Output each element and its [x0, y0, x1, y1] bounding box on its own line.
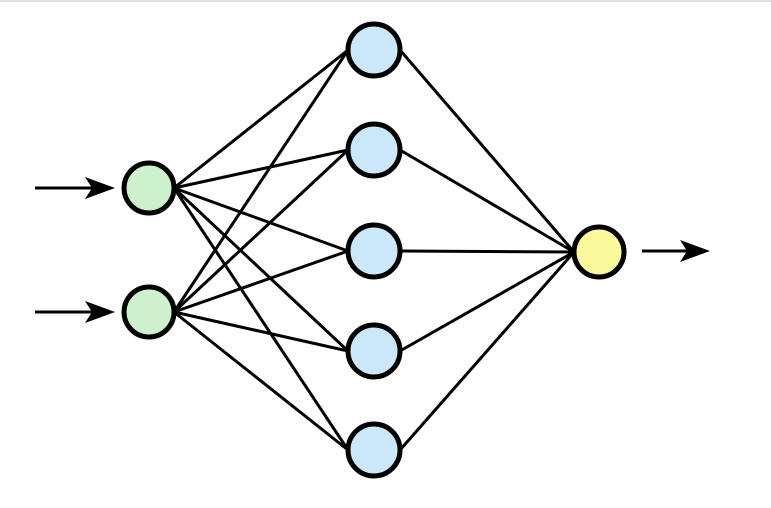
edge-h1-o1	[398, 48, 576, 254]
output-arrow	[642, 240, 710, 262]
edge-i1-h4	[172, 186, 350, 353]
edge-i1-h1	[172, 48, 350, 190]
arrows-layer	[35, 177, 710, 323]
output-node-1	[571, 224, 627, 280]
input-arrow-1	[35, 177, 115, 199]
hidden-node-3	[345, 222, 403, 280]
hidden-node-2	[345, 121, 403, 179]
edge-i1-h5	[172, 186, 350, 452]
input-node-1	[121, 160, 177, 216]
window-top-edge	[0, 0, 771, 2]
edge-h3-o1	[398, 249, 576, 254]
hidden-node-1	[345, 21, 403, 79]
input-arrow-1-head-icon	[85, 177, 115, 199]
input-arrow-2-head-icon	[85, 301, 115, 323]
edge-i1-h2	[172, 148, 350, 190]
edge-i2-h3	[172, 249, 350, 314]
input-arrow-2	[35, 301, 115, 323]
edge-i2-h1	[172, 48, 350, 314]
edge-i2-h4	[172, 310, 350, 353]
edge-h4-o1	[398, 250, 576, 353]
edge-h2-o1	[398, 148, 576, 254]
edge-h5-o1	[398, 250, 576, 452]
output-arrow-head-icon	[680, 240, 710, 262]
edge-i2-h2	[172, 148, 350, 314]
hidden-node-4	[345, 322, 403, 380]
edges-layer	[172, 48, 576, 452]
input-node-2	[121, 284, 177, 340]
edge-i2-h5	[172, 310, 350, 452]
hidden-node-5	[345, 421, 403, 479]
edge-i1-h3	[172, 186, 350, 253]
nodes-layer	[121, 21, 627, 479]
